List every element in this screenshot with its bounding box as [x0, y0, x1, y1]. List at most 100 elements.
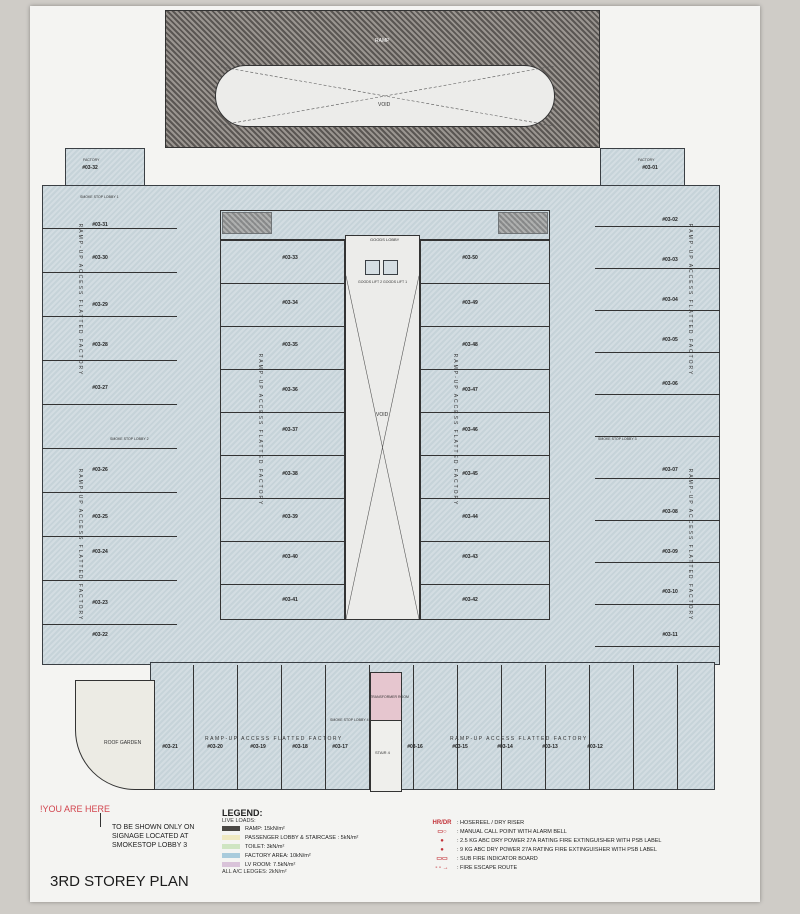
legend-footer: ALL A/C LEDGES: 2kN/m²	[222, 869, 287, 875]
unit-label: #03-01	[642, 165, 658, 171]
stair-4-label: STAIR 4	[375, 750, 390, 755]
unit-label: #03-36	[282, 387, 298, 393]
ramp-up-label: RAMP-UP ACCESS FLATTED FACTORY	[452, 353, 458, 507]
unit-label: #03-35	[282, 342, 298, 348]
roof-garden-label: ROOF GARDEN	[104, 740, 142, 746]
legend-swatch	[222, 835, 240, 840]
transformer-room	[370, 672, 402, 722]
ramp-up-label: RAMP-UP ACCESS FLATTED FACTORY	[77, 223, 83, 377]
unit-label: #03-48	[462, 342, 478, 348]
smoke-stop-3-label: SMOKE STOP LOBBY 3	[598, 437, 637, 441]
unit-label: #03-24	[92, 549, 108, 555]
unit-label: #03-47	[462, 387, 478, 393]
ramp-up-label: RAMP-UP ACCESS FLATTED FACTORY	[687, 468, 693, 622]
void-center-label: VOID	[376, 412, 389, 418]
legend-item: TOILET: 3kN/m²	[222, 842, 358, 851]
legend-item: LV ROOM: 7.5kN/m²	[222, 860, 358, 869]
unit-label: #03-42	[462, 597, 478, 603]
unit-label: #03-15	[452, 744, 468, 750]
unit-label: #03-45	[462, 471, 478, 477]
unit-label: #03-22	[92, 632, 108, 638]
legend-item-label: TOILET: 3kN/m²	[245, 843, 285, 850]
legend-item: PASSENGER LOBBY & STAIRCASE : 5kN/m²	[222, 833, 358, 842]
legend-symbol-item: ● : 9 KG ABC DRY POWER 27A RATING FIRE EX…	[432, 845, 661, 854]
legend-symbol-label: : 9 KG ABC DRY POWER 27A RATING FIRE EXT…	[457, 846, 657, 853]
ramp-chevrons-right	[498, 212, 548, 234]
unit-label: #03-26	[92, 467, 108, 473]
transformer-room-label: TRANSFORMER ROOM	[370, 695, 409, 699]
unit-label: #03-09	[662, 549, 678, 555]
you-are-here-label: !YOU ARE HERE	[40, 804, 111, 814]
factory-corner-left	[65, 148, 145, 188]
legend-item-label: LV ROOM: 7.5kN/m²	[245, 861, 296, 868]
unit-label: #03-46	[462, 427, 478, 433]
legend-title: LEGEND:	[222, 808, 263, 818]
legend-item: FACTORY AREA: 10kN/m²	[222, 851, 358, 860]
legend-swatch	[222, 844, 240, 849]
unit-label: #03-32	[82, 165, 98, 171]
legend-symbol-label: : SUB FIRE INDICATOR BOARD	[457, 855, 538, 862]
ramp-up-label: RAMP-UP ACCESS FLATTED FACTORY	[257, 353, 263, 507]
smoke-stop-1-label: SMOKE STOP LOBBY 1	[80, 195, 119, 199]
unit-label: #03-03	[662, 257, 678, 263]
goods-lift-1-label: GOODS LIFT 1	[383, 280, 408, 284]
unit-label: #03-06	[662, 381, 678, 387]
unit-label: #03-23	[92, 600, 108, 606]
legend-symbol-label: : 2.5 KG ABC DRY POWER 27A RATING FIRE E…	[457, 837, 662, 844]
legend-item-label: RAMP: 15kN/m²	[245, 825, 285, 832]
right-outer-block	[595, 185, 720, 665]
unit-label: #03-29	[92, 302, 108, 308]
unit-label: #03-08	[662, 509, 678, 515]
void-cross	[215, 65, 555, 127]
unit-label: #03-12	[587, 744, 603, 750]
legend-symbol-icon: ▭○	[437, 829, 447, 835]
unit-label: #03-21	[162, 744, 178, 750]
legend-symbol-icon: ●	[440, 846, 444, 853]
unit-label: #03-27	[92, 385, 108, 391]
unit-label: #03-40	[282, 554, 298, 560]
unit-label: #03-11	[662, 632, 678, 638]
unit-label: #03-50	[462, 255, 478, 261]
unit-label: #03-38	[282, 471, 298, 477]
legend-symbol-item: - - →: FIRE ESCAPE ROUTE	[432, 863, 661, 872]
central-void-cross	[345, 275, 420, 620]
unit-label: #03-02	[662, 217, 678, 223]
leader-line	[100, 813, 101, 827]
left-outer-block	[42, 185, 177, 665]
unit-label: #03-49	[462, 300, 478, 306]
legend-symbol-icon: - - →	[435, 864, 449, 871]
unit-label: #03-14	[497, 744, 513, 750]
unit-label: #03-44	[462, 514, 478, 520]
page-title: 3RD STOREY PLAN	[50, 873, 189, 890]
ramp-chevrons-left	[222, 212, 272, 234]
unit-label: #03-43	[462, 554, 478, 560]
signage-note: TO BE SHOWN ONLY ON SIGNAGE LOCATED AT S…	[112, 823, 194, 850]
legend-symbol-item: HR/DR: HOSEREEL / DRY RISER	[432, 818, 661, 827]
unit-label: #03-25	[92, 514, 108, 520]
unit-label: #03-39	[282, 514, 298, 520]
smoke-stop-4-label: SMOKE STOP LOBBY 4	[330, 718, 369, 722]
factory-label-left: FACTORY	[83, 158, 100, 162]
legend-item-label: FACTORY AREA: 10kN/m²	[245, 852, 311, 859]
legend-symbol-icon: ▭▭	[436, 856, 448, 862]
factory-label-right: FACTORY	[638, 158, 655, 162]
central-void	[345, 235, 420, 620]
inner-right-block	[420, 240, 550, 620]
note-line: SIGNAGE LOCATED AT	[112, 833, 189, 840]
unit-label: #03-30	[92, 255, 108, 261]
legend-symbol-label: : MANUAL CALL POINT WITH ALARM BELL	[457, 828, 567, 835]
legend-symbol-item: ●: 2.5 KG ABC DRY POWER 27A RATING FIRE …	[432, 836, 661, 845]
unit-label: #03-10	[662, 589, 678, 595]
unit-label: #03-04	[662, 297, 678, 303]
goods-lift-1	[383, 260, 398, 275]
unit-label: #03-41	[282, 597, 298, 603]
unit-label: #03-07	[662, 467, 678, 473]
ramp-up-label: RAMP-UP ACCESS FLATTED FACTORY	[77, 468, 83, 622]
unit-label: #03-20	[207, 744, 223, 750]
void-top-label: VOID	[378, 102, 391, 108]
unit-label: #03-13	[542, 744, 558, 750]
legend-swatch	[222, 853, 240, 858]
unit-label: #03-18	[292, 744, 308, 750]
legend-symbol-item: ▭▭ : SUB FIRE INDICATOR BOARD	[432, 854, 661, 863]
